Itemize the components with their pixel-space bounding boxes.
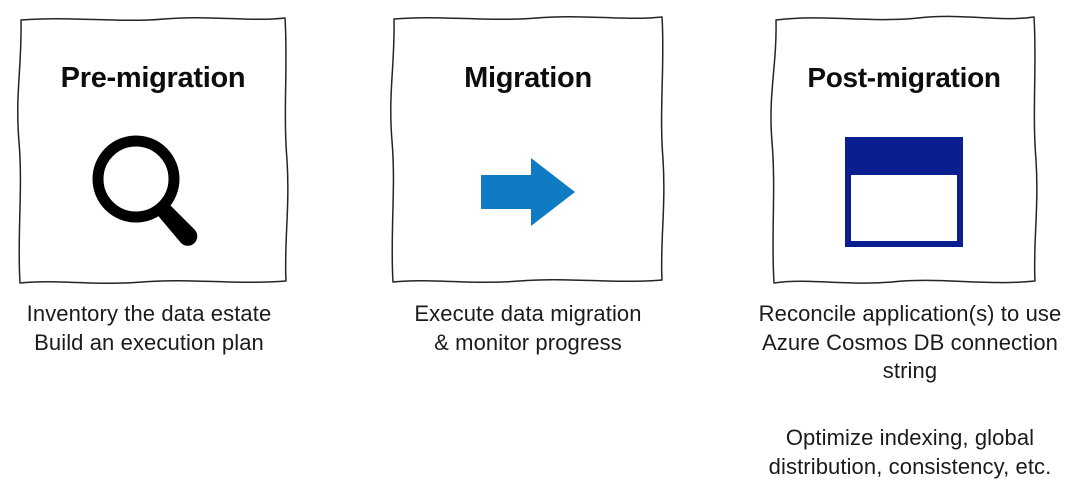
- phase-column-post-migration: Post-migration Reconcile application(s) …: [730, 0, 1088, 493]
- phase-icon-slot-migration: [388, 122, 668, 262]
- sketchy-square-border: [390, 15, 665, 284]
- phase-caption-migration: Execute data migration & monitor progres…: [372, 300, 684, 357]
- caption-line: distribution, consistency, etc.: [768, 453, 1052, 479]
- phase-panel-migration: Migration: [388, 14, 668, 286]
- phase-column-migration: Migration Execute data migration & monit…: [372, 0, 684, 493]
- application-window-icon: [845, 137, 963, 247]
- caption-line: Reconcile application(s) to use: [758, 301, 1062, 326]
- phase-title-pre-migration: Pre-migration: [60, 62, 246, 94]
- phase-column-pre-migration: Pre-migration Inventory the data estate …: [0, 0, 310, 493]
- phase-panel-post-migration: Post-migration: [768, 14, 1040, 286]
- caption-line: string: [882, 358, 938, 384]
- phase-caption-secondary-post-migration: Optimize indexing, global distribution, …: [740, 424, 1080, 481]
- caption-line: Execute data migration: [414, 301, 642, 326]
- phase-caption-pre-migration: Inventory the data estate Build an execu…: [0, 300, 304, 357]
- phase-title-migration: Migration: [464, 62, 592, 94]
- caption-line: Azure Cosmos DB connection: [761, 329, 1059, 355]
- caption-line: Build an execution plan: [34, 329, 264, 355]
- caption-line: Optimize indexing, global: [785, 425, 1035, 450]
- phase-panel-pre-migration: Pre-migration: [14, 14, 292, 286]
- phase-title-post-migration: Post-migration: [807, 62, 1001, 93]
- caption-line: & monitor progress: [434, 329, 622, 355]
- caption-line: Inventory the data estate: [26, 301, 272, 326]
- phase-icon-slot-post-migration: [768, 122, 1040, 262]
- magnifier-icon: [92, 135, 198, 246]
- phase-icon-slot-pre-migration: [14, 122, 292, 262]
- phase-caption-post-migration: Reconcile application(s) to use Azure Co…: [740, 300, 1080, 386]
- right-arrow-icon: [481, 158, 575, 226]
